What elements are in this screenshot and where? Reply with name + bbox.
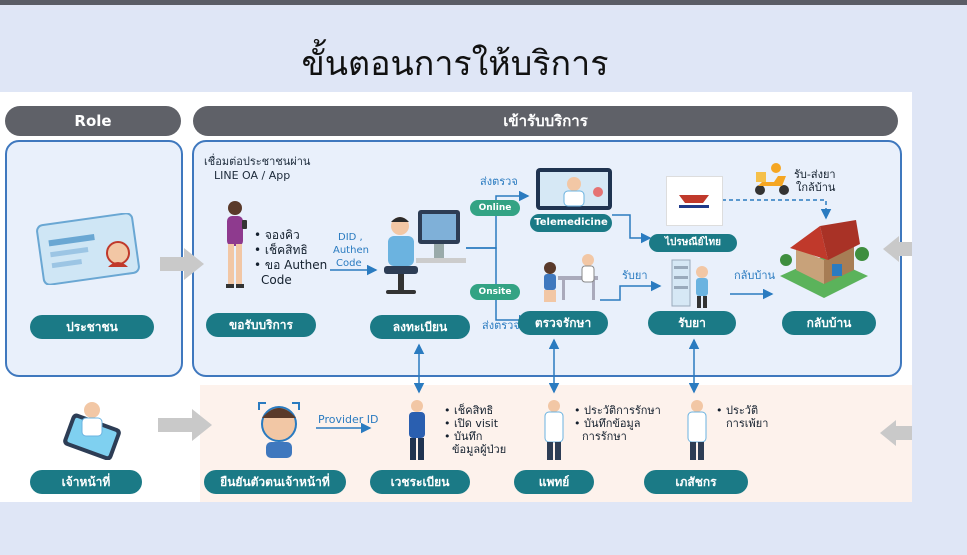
provider-id-label: Provider ID (318, 413, 379, 426)
did-label-3: Code (336, 258, 362, 269)
right-arrow-top-shaft (899, 242, 912, 256)
request-bullet-3: • ขอ Authen (254, 258, 328, 272)
examine-pill: ตรวจรักษา (518, 311, 608, 335)
channel-note-line1: เชื่อมต่อประชาชนผ่าน (204, 155, 311, 168)
did-label-2: Authen (333, 245, 369, 256)
pharmacist-icon (684, 398, 710, 468)
telemedicine-screen-icon (534, 166, 614, 216)
doctor-bullet-2: • บันทึกข้อมูล (574, 417, 641, 430)
pharmacist-bullet-2: การเพ้ยา (726, 417, 769, 430)
right-arrow-bottom-icon (880, 420, 896, 446)
telemedicine-pill: Telemedicine (530, 214, 612, 232)
channel-note-line2: LINE OA / App (214, 169, 291, 182)
delivery-label-1: รับ-ส่งยา (794, 168, 836, 181)
online-badge: Online (470, 200, 520, 216)
staff-arrow-icon (192, 409, 212, 441)
registrar-pill: เวชระเบียน (370, 470, 470, 494)
woman-phone-icon (218, 198, 252, 300)
home-pill: กลับบ้าน (782, 311, 876, 335)
onsite-badge: Onsite (470, 284, 520, 300)
staff-pill: เจ้าหน้าที่ (30, 470, 142, 494)
pharmacist-bullet-1: • ประวัติ (716, 404, 759, 417)
role-to-service-arrow-icon (184, 248, 204, 280)
pharmacist-pill: เภสัชกร (644, 470, 748, 494)
registrar-bullet-4: ข้อมูลผู้ป่วย (452, 443, 507, 456)
delivery-label-2: ใกล้บ้าน (796, 181, 836, 194)
citizen-pill: ประชาชน (30, 315, 154, 339)
doctor-pill: แพทย์ (514, 470, 594, 494)
request-service-pill: ขอรับบริการ (206, 313, 316, 337)
request-bullet-1: • จองคิว (254, 228, 300, 242)
register-pill: ลงทะเบียน (370, 315, 470, 339)
staff-phone-icon (58, 398, 124, 464)
window-top-bar (0, 0, 967, 5)
registrar-bullet-2: • เปิด visit (444, 417, 499, 430)
house-icon (776, 214, 872, 304)
face-scan-icon (254, 398, 304, 464)
service-header: เข้ารับบริการ (193, 106, 898, 136)
medicine-pill: รับยา (648, 311, 736, 335)
registrar-computer-icon (374, 208, 468, 304)
post-office-logo (666, 176, 723, 226)
registrar-bullet-3: • บันทึก (444, 430, 483, 443)
right-arrow-top-icon (883, 236, 899, 262)
go-home-label: กลับบ้าน (734, 269, 776, 282)
post-office-pill: ไปรษณีย์ไทย (649, 234, 737, 252)
doctor-bullet-3: การรักษา (582, 430, 627, 443)
did-label-1: DID , (338, 232, 363, 243)
staff-arrow-shaft (158, 418, 192, 432)
registrar-bullet-1: • เช็คสิทธิ (444, 404, 494, 417)
receive-med-label: รับยา (622, 269, 648, 282)
role-header: Role (5, 106, 181, 136)
pharmacy-counter-icon (668, 256, 714, 314)
send-check-bottom-label: ส่งตรวจ (482, 319, 520, 332)
send-check-top-label: ส่งตรวจ (480, 175, 518, 188)
role-to-service-arrow-shaft (160, 257, 184, 271)
verify-identity-pill: ยืนยันตัวตนเจ้าหน้าที่ (204, 470, 346, 494)
exam-room-icon (538, 250, 604, 312)
doctor-bullet-1: • ประวัติการรักษา (574, 404, 661, 417)
doctor-icon (540, 398, 568, 468)
registrar-staff-icon (404, 398, 430, 468)
request-bullet-4: Code (261, 273, 292, 287)
right-arrow-bottom-shaft (896, 426, 912, 440)
id-card-icon (36, 212, 144, 289)
delivery-scooter-icon (752, 162, 792, 200)
page-title: ขั้นตอนการให้บริการ (301, 44, 609, 84)
request-bullet-2: • เช็คสิทธิ (254, 243, 308, 257)
